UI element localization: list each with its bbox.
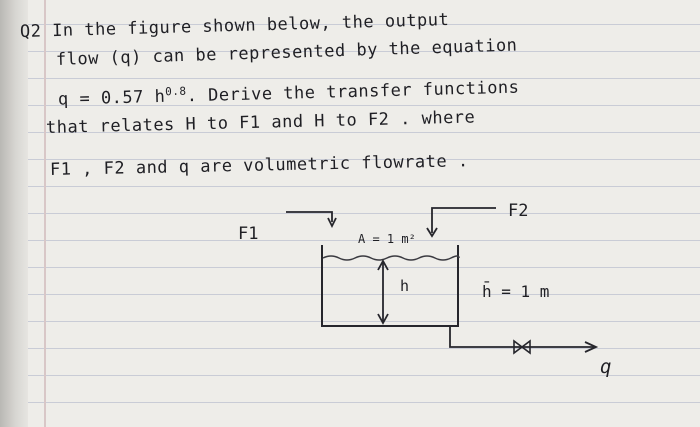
outflow-label: q	[600, 356, 612, 378]
inflow-arrow-f2	[426, 227, 438, 238]
level-arrow-bottom	[377, 313, 389, 325]
inflow-label-f2: F2	[508, 201, 529, 221]
inflow-pipe-f1	[286, 211, 333, 222]
notebook-binding	[0, 0, 28, 427]
inflow-pipe-f2	[431, 207, 496, 233]
tank-walls	[321, 245, 459, 327]
inflow-label-f1: F1	[238, 224, 259, 244]
area-label: A = 1 m²	[358, 232, 416, 246]
margin-line	[44, 0, 46, 427]
inflow-arrow-f1	[327, 217, 337, 229]
outflow-pipe	[449, 326, 595, 348]
liquid-surface	[322, 255, 460, 261]
level-arrow-top	[377, 259, 389, 271]
steady-level-label: h̄ = 1 m	[482, 282, 550, 301]
valve-symbol	[513, 339, 531, 355]
level-label: h	[400, 277, 410, 295]
outflow-arrow	[584, 341, 599, 353]
